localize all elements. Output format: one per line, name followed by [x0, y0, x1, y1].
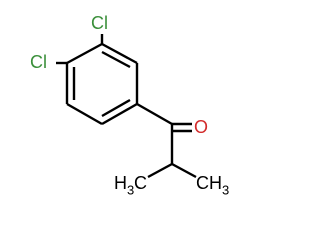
bond-ch-to-methyl-left: [147, 162, 173, 179]
chlorine-label-left: Cl: [30, 52, 47, 72]
ring-double-bond-inner-2: [101, 98, 131, 118]
methyl-left-subscript: 3: [127, 182, 134, 197]
chlorine-label-top: Cl: [91, 13, 108, 33]
ring-double-bond-inner-1: [101, 50, 131, 69]
methyl-left-h: H: [114, 173, 127, 193]
methyl-right-subscript: 3: [222, 182, 229, 197]
ring-bond-c3-c4: [101, 102, 138, 126]
methyl-left-label: H 3 C: [114, 173, 147, 198]
methyl-left-c: C: [134, 173, 147, 193]
methyl-right-c: C: [196, 173, 209, 193]
bond-ch-to-methyl-right: [171, 162, 197, 179]
benzene-ring: [65, 42, 139, 126]
ring-bond-c1-c2: [101, 42, 138, 65]
methyl-right-label: C H 3: [196, 173, 229, 198]
molecule-structure: Cl Cl O H 3 C C H 3: [30, 13, 229, 198]
bond-ring-to-carbonyl: [136, 102, 173, 126]
ring-bond-c4-c5: [66, 102, 103, 126]
substituent-bonds: [56, 34, 197, 179]
oxygen-label: O: [194, 117, 208, 137]
ring-bond-c6-c1: [66, 42, 103, 65]
methyl-right-h: H: [209, 173, 222, 193]
